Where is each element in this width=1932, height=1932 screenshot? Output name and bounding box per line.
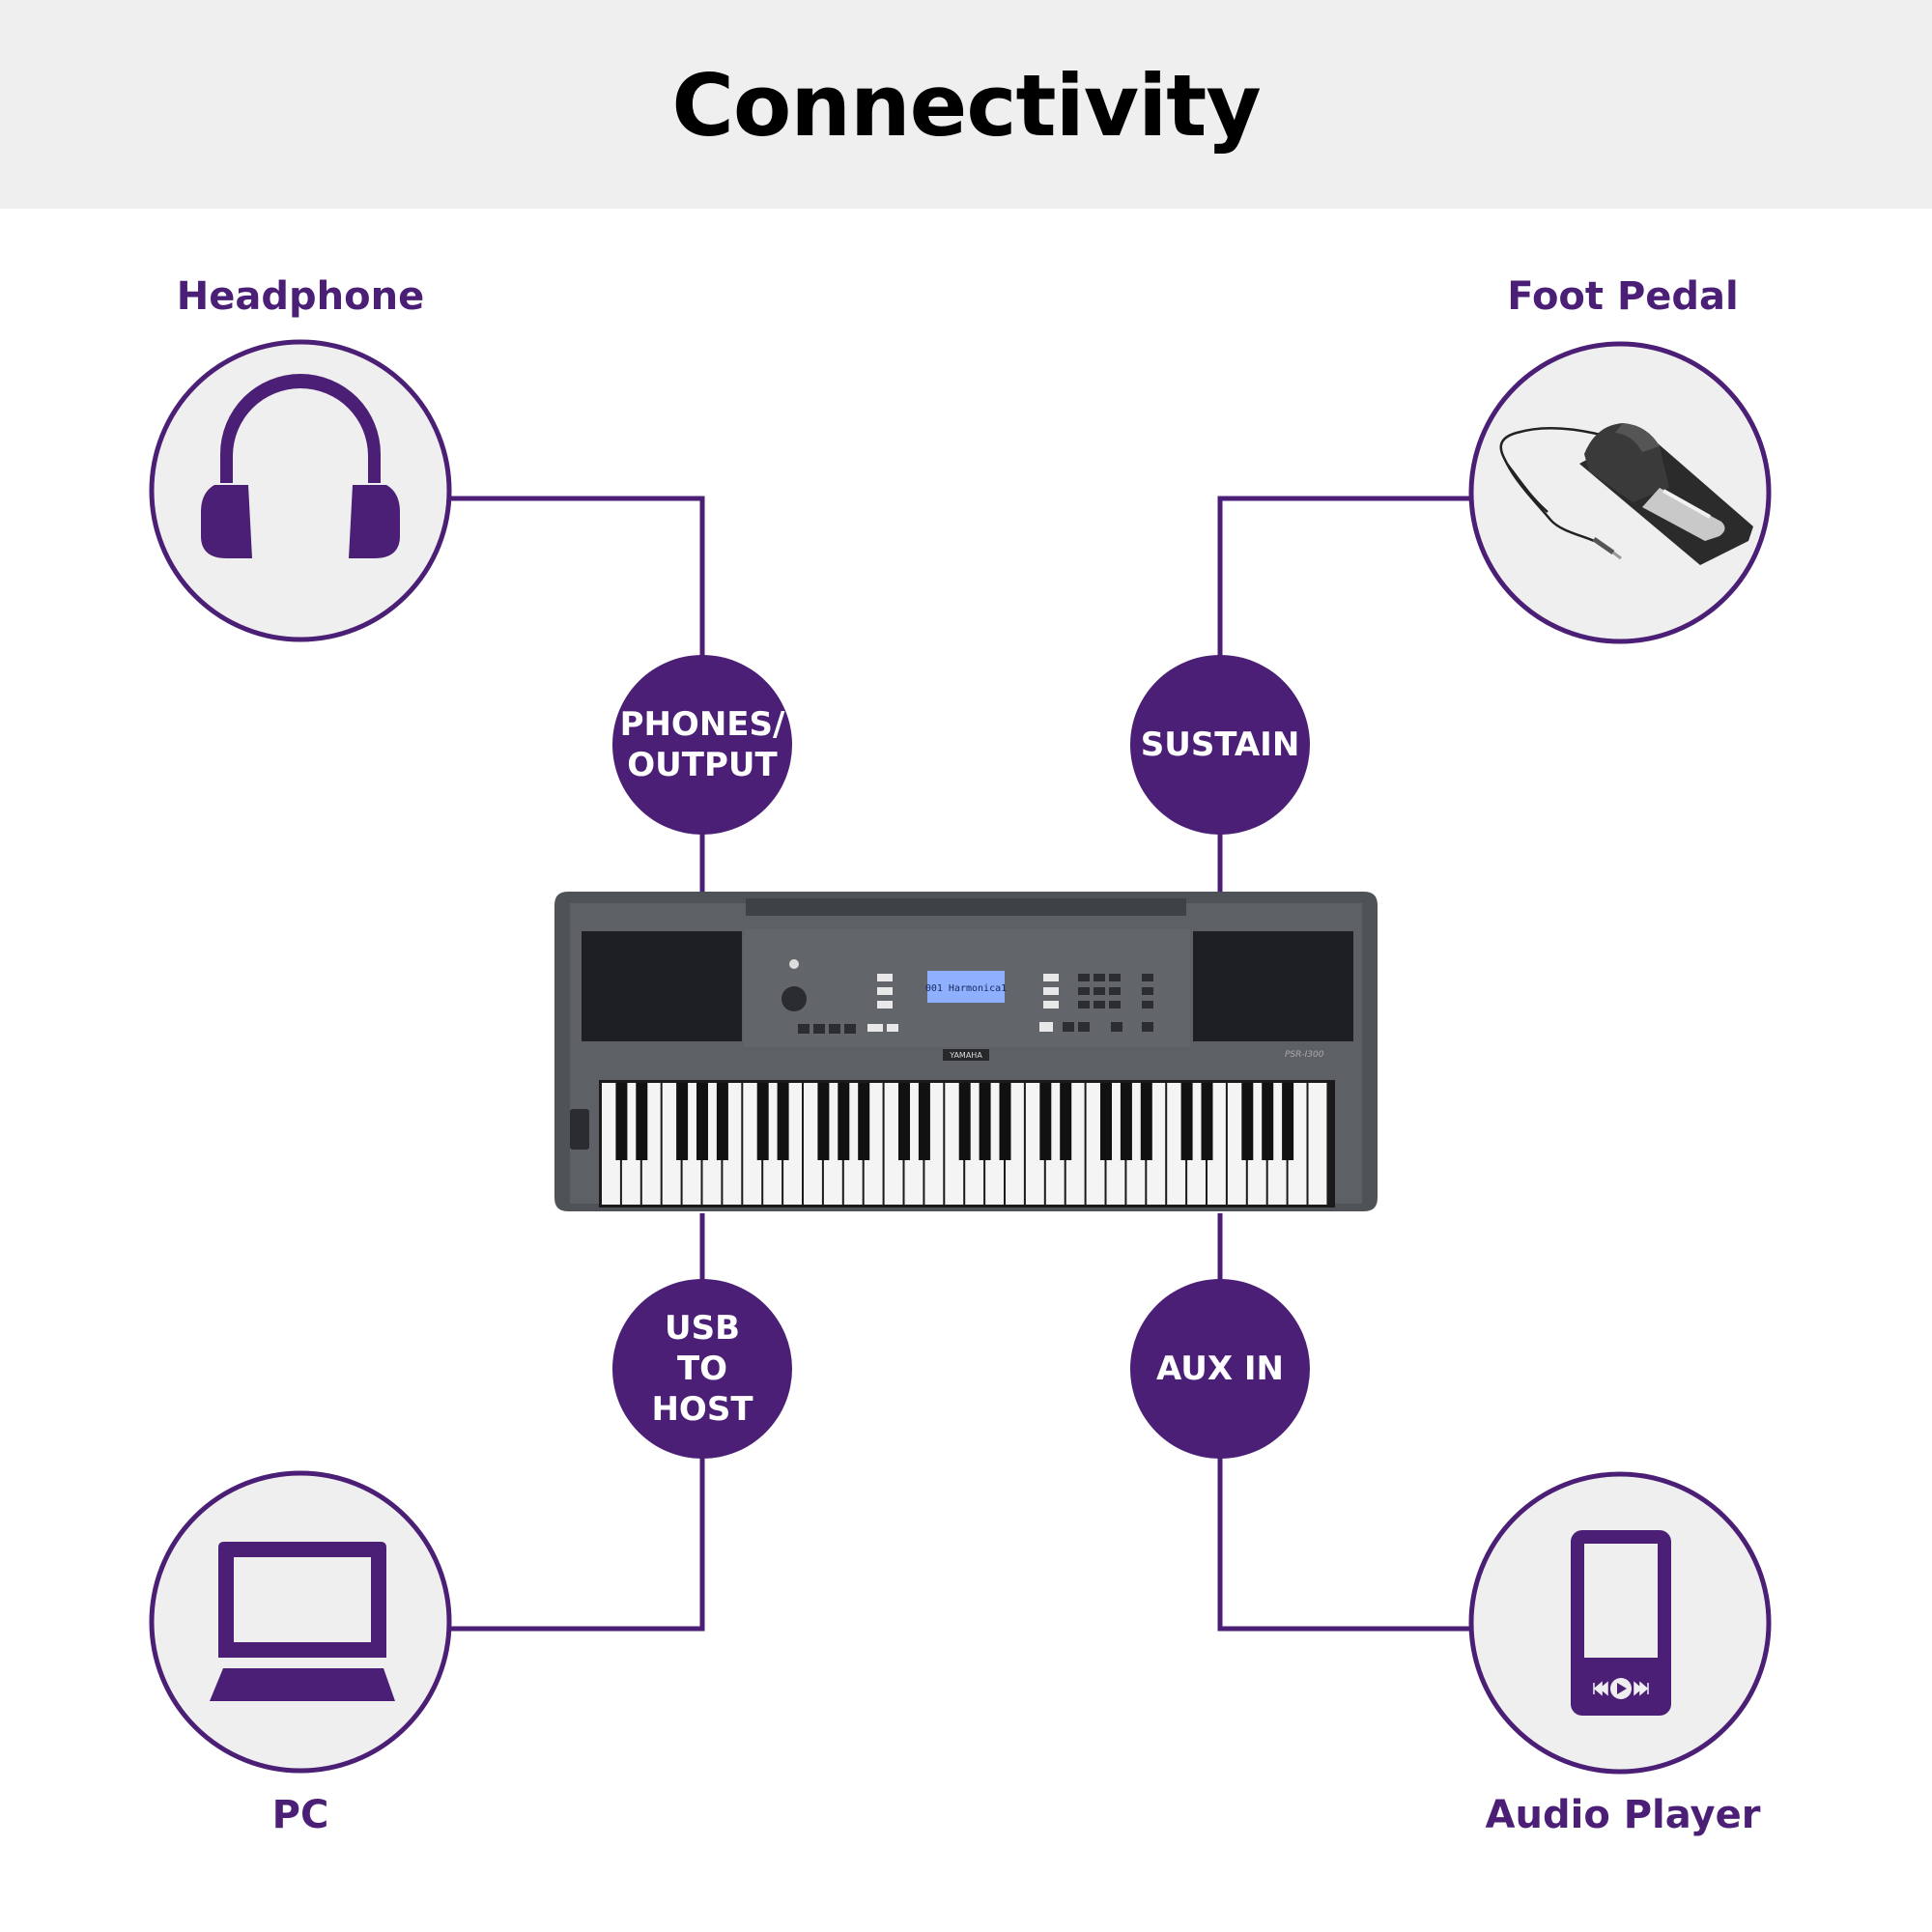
black-key bbox=[958, 1083, 971, 1160]
white-key bbox=[1025, 1083, 1044, 1205]
headphone-label: Headphone bbox=[176, 274, 425, 319]
sustain-pedal-image bbox=[1499, 423, 1753, 565]
page-title: Connectivity bbox=[671, 56, 1261, 156]
black-key bbox=[838, 1083, 850, 1160]
white-key bbox=[662, 1083, 681, 1205]
port-aux-in: AUX IN bbox=[1130, 1279, 1310, 1459]
white-key bbox=[804, 1083, 822, 1205]
dial-knob bbox=[781, 986, 807, 1011]
black-key bbox=[1241, 1083, 1254, 1160]
black-key bbox=[1282, 1083, 1294, 1160]
black-key bbox=[858, 1083, 870, 1160]
headphone-circle bbox=[149, 339, 452, 642]
black-key bbox=[1201, 1083, 1213, 1160]
white-key bbox=[602, 1083, 620, 1205]
keyboard-image: 001 Harmonica1 YAMAHA PSR-I300 bbox=[554, 892, 1378, 1211]
laptop-icon bbox=[210, 1542, 395, 1701]
white-key bbox=[884, 1083, 903, 1205]
brand-logo: YAMAHA bbox=[949, 1051, 982, 1060]
pc-circle bbox=[149, 1470, 452, 1774]
black-key bbox=[1100, 1083, 1112, 1160]
lcd-text: 001 Harmonica1 bbox=[925, 983, 1007, 994]
black-key bbox=[979, 1083, 991, 1160]
lcd-display bbox=[927, 971, 1005, 1003]
pitch-bend-wheel bbox=[570, 1109, 589, 1150]
port-phones-output-line1: PHONES/ bbox=[619, 705, 785, 744]
audio-player-label: Audio Player bbox=[1485, 1793, 1761, 1837]
black-key bbox=[1140, 1083, 1152, 1160]
port-sustain-line1: SUSTAIN bbox=[1140, 725, 1300, 764]
white-key bbox=[1227, 1083, 1246, 1205]
black-key bbox=[756, 1083, 769, 1160]
port-phones-output-line2: OUTPUT bbox=[627, 746, 778, 784]
black-key bbox=[1180, 1083, 1193, 1160]
black-key bbox=[696, 1083, 708, 1160]
port-usb-line1: USB bbox=[664, 1309, 740, 1348]
white-key bbox=[1086, 1083, 1105, 1205]
foot-pedal-label: Foot Pedal bbox=[1507, 274, 1739, 319]
black-key bbox=[1120, 1083, 1132, 1160]
port-usb-to-host: USB TO HOST bbox=[612, 1279, 792, 1459]
black-key bbox=[716, 1083, 728, 1160]
white-key bbox=[1167, 1083, 1186, 1205]
headphones-icon bbox=[201, 374, 400, 558]
port-usb-line2: TO bbox=[676, 1350, 728, 1388]
black-key bbox=[1060, 1083, 1072, 1160]
black-key bbox=[615, 1083, 628, 1160]
left-speaker bbox=[582, 931, 742, 1041]
black-key bbox=[676, 1083, 689, 1160]
white-key bbox=[1308, 1083, 1327, 1205]
black-key bbox=[1262, 1083, 1274, 1160]
right-speaker bbox=[1193, 931, 1353, 1041]
black-key bbox=[999, 1083, 1011, 1160]
model-name: PSR-I300 bbox=[1285, 1050, 1324, 1060]
white-key bbox=[945, 1083, 964, 1205]
black-key bbox=[918, 1083, 930, 1160]
black-key bbox=[817, 1083, 830, 1160]
black-key bbox=[898, 1083, 910, 1160]
black-key bbox=[777, 1083, 789, 1160]
black-key bbox=[636, 1083, 648, 1160]
port-usb-line3: HOST bbox=[651, 1390, 753, 1429]
header-band bbox=[0, 0, 1932, 209]
white-key bbox=[743, 1083, 762, 1205]
audio-player-icon bbox=[1571, 1530, 1671, 1716]
black-keys bbox=[615, 1083, 1294, 1160]
port-phones-output: PHONES/ OUTPUT bbox=[612, 655, 792, 835]
pc-label: PC bbox=[271, 1793, 329, 1837]
black-key bbox=[1039, 1083, 1052, 1160]
port-sustain: SUSTAIN bbox=[1130, 655, 1310, 835]
port-aux-in-line1: AUX IN bbox=[1155, 1350, 1285, 1388]
